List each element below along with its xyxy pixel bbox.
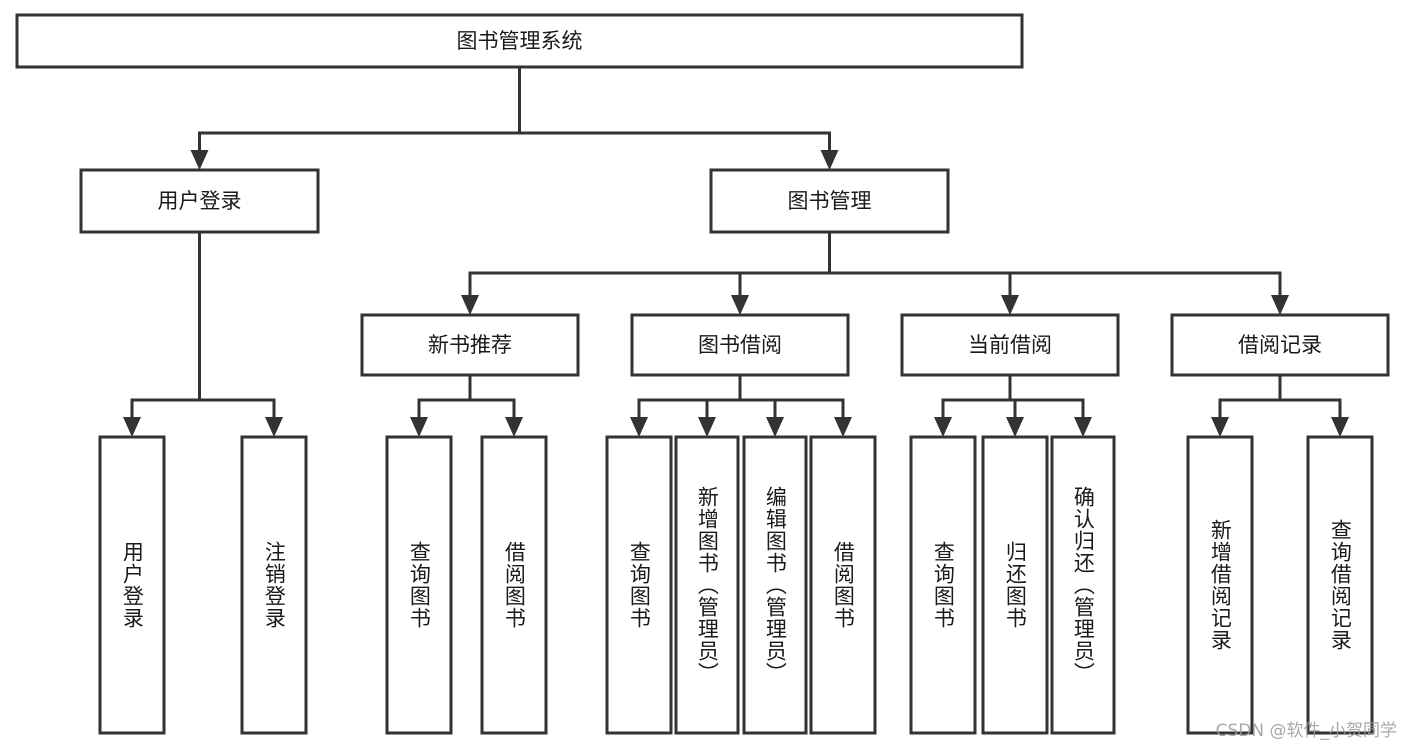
node-leaf-查询图书-2[interactable]: [385, 435, 453, 735]
arrow-to-leaf-当前借阅-1: [1006, 417, 1024, 437]
arrow-to-当前借阅: [1001, 295, 1019, 315]
arrow-to-leaf-新书推荐-1: [505, 417, 523, 437]
node-leaf-归还图书-9[interactable]: [981, 435, 1049, 735]
node-level2-用户登录[interactable]: [79, 168, 320, 234]
arrow-to-leaf-当前借阅-0: [934, 417, 952, 437]
arrow-to-leaf-图书借阅-2: [766, 417, 784, 437]
arrow-to-图书管理: [820, 150, 839, 170]
node-leaf-注销登录-1[interactable]: [240, 435, 308, 735]
node-leaf-借阅图书-7[interactable]: [809, 435, 877, 735]
arrow-to-leaf-当前借阅-2: [1074, 417, 1092, 437]
arrow-to-leaf-图书借阅-1: [698, 417, 716, 437]
arrow-to-新书推荐: [461, 295, 479, 315]
node-leaf-确认归还管理员-10[interactable]: [1050, 435, 1116, 735]
node-leaf-查询借阅记录-12[interactable]: [1306, 435, 1374, 735]
node-level2-图书管理[interactable]: [709, 168, 950, 234]
node-level3-图书借阅[interactable]: [630, 313, 850, 377]
arrow-to-leaf-借阅记录-1: [1331, 417, 1349, 437]
node-leaf-新增图书管理员-5[interactable]: [674, 435, 740, 735]
node-leaf-用户登录-0[interactable]: [98, 435, 166, 735]
node-level3-借阅记录[interactable]: [1170, 313, 1390, 377]
arrow-to-用户登录: [190, 150, 209, 170]
arrow-to-leaf-新书推荐-0: [410, 417, 428, 437]
node-leaf-编辑图书管理员-6[interactable]: [742, 435, 808, 735]
arrow-to-leaf-图书借阅-0: [630, 417, 648, 437]
node-leaf-借阅图书-3[interactable]: [480, 435, 548, 735]
node-level3-新书推荐[interactable]: [360, 313, 580, 377]
arrow-to-leaf-图书借阅-3: [834, 417, 852, 437]
node-level3-label-新书推荐: 新书推荐: [428, 333, 512, 357]
node-level3-当前借阅[interactable]: [900, 313, 1120, 377]
node-leaf-新增借阅记录-11[interactable]: [1186, 435, 1254, 735]
node-level3-label-图书借阅: 图书借阅: [698, 333, 782, 357]
node-level2-label-图书管理: 图书管理: [788, 189, 872, 213]
arrow-to-leaf-借阅记录-0: [1211, 417, 1229, 437]
arrow-to-图书借阅: [731, 295, 749, 315]
node-root-图书管理系统[interactable]: [15, 13, 1024, 69]
node-level3-label-借阅记录: 借阅记录: [1238, 333, 1322, 357]
arrow-to-leaf-用户登录-1: [265, 417, 283, 437]
node-level3-label-当前借阅: 当前借阅: [968, 333, 1052, 357]
arrow-to-借阅记录: [1271, 295, 1289, 315]
node-leaf-查询图书-8[interactable]: [909, 435, 977, 735]
node-leaf-查询图书-4[interactable]: [605, 435, 673, 735]
node-root-label: 图书管理系统: [457, 29, 583, 53]
arrow-to-leaf-用户登录-0: [123, 417, 141, 437]
node-level2-label-用户登录: 用户登录: [158, 189, 242, 213]
